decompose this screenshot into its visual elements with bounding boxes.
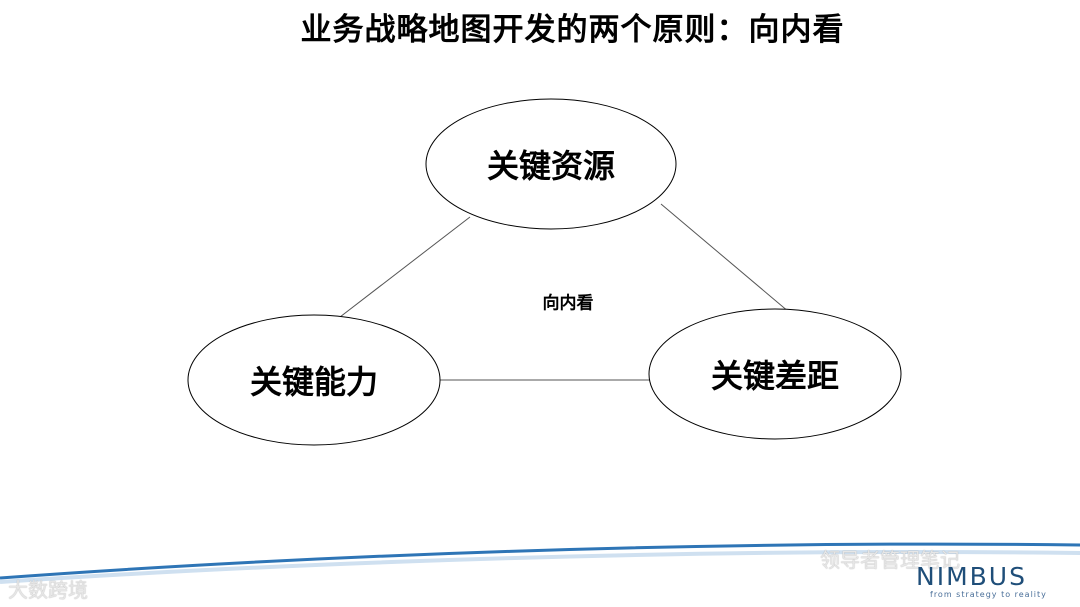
brand-tagline: from strategy to reality [930,590,1047,599]
node-left-ellipse [187,314,441,446]
decorative-wave-shadow [0,549,1080,584]
decorative-wave [0,542,1080,580]
connector-top-right [660,203,790,313]
page-title: 业务战略地图开发的两个原则：向内看 [300,12,845,48]
watermark-right: 领导者管理笔记 [820,548,960,572]
node-top-label: 关键资源 [486,147,616,185]
connector-top-left [339,216,471,318]
node-right-ellipse [648,308,902,440]
node-right-label: 关键差距 [710,357,840,395]
node-left-label: 关键能力 [249,363,379,401]
brand-logo: NIMBUS [916,562,1027,591]
node-top-ellipse [425,98,677,230]
center-label: 向内看 [542,293,594,314]
watermark-left: 大数跨境 [8,578,88,602]
